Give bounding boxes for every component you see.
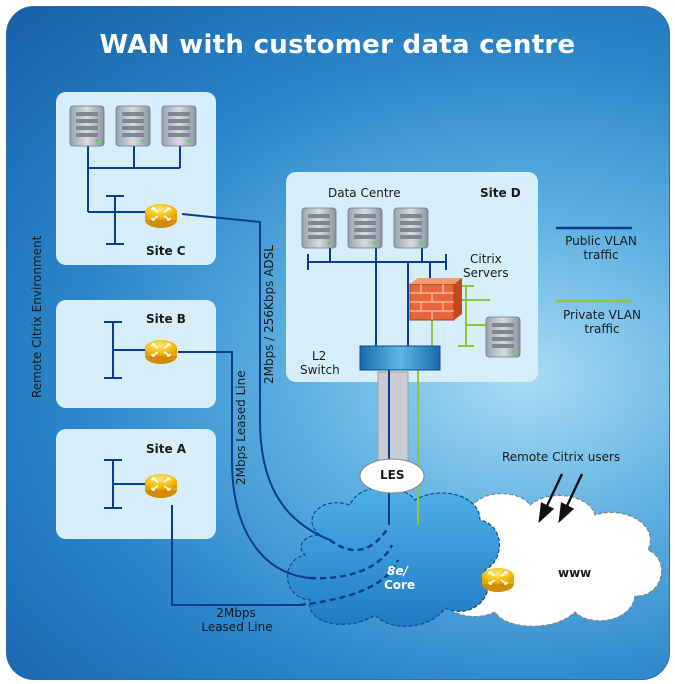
site-c-server-1 <box>69 105 105 147</box>
l2-switch-icon <box>359 345 441 371</box>
site-c-label: Site C <box>146 244 186 258</box>
site-a-link-label-2: Leased Line <box>201 620 273 634</box>
core-cloud <box>287 486 500 627</box>
site-b-label: Site B <box>146 312 186 326</box>
private-vlan-links <box>417 285 490 525</box>
diagram-title: WAN with customer data centre <box>99 30 576 60</box>
citrix-servers-label-2: Servers <box>463 266 509 280</box>
site-b-router-icon <box>144 339 178 365</box>
wan-links-dashed <box>299 527 400 607</box>
site-b-network <box>104 321 150 379</box>
data-centre-server-2 <box>347 207 383 249</box>
firewall-icon <box>409 278 462 321</box>
citrix-servers-label-1: Citrix <box>470 252 502 266</box>
legend-private-label-1: Private VLAN <box>562 308 641 322</box>
les-label: LES <box>380 468 405 482</box>
site-c-network <box>87 145 181 245</box>
core-label-2: Core <box>384 578 416 592</box>
www-label: www <box>558 566 592 580</box>
site-a-router-icon <box>144 473 178 499</box>
site-b-link-label: 2Mbps Leased Line <box>234 370 248 485</box>
site-c-link-label: 2Mbps / 256Kbps ADSL <box>262 245 276 384</box>
les-node <box>359 458 425 494</box>
site-c-server-3 <box>161 105 197 147</box>
site-c-server-2 <box>115 105 151 147</box>
site-d-network <box>307 248 447 525</box>
site-b-panel <box>56 300 216 408</box>
l2-switch-label-1: L2 <box>312 349 327 363</box>
legend-private-label-2: traffic <box>584 322 620 336</box>
site-c-router-icon <box>144 203 178 229</box>
legend-public-label-1: Public VLAN <box>565 234 637 248</box>
site-a-link-label-1: 2Mbps <box>216 606 256 620</box>
site-d-label: Site D <box>480 186 521 200</box>
l2-switch-label-2: Switch <box>300 363 340 377</box>
site-a-label: Site A <box>146 442 187 456</box>
citrix-server <box>485 316 521 358</box>
data-centre-server-1 <box>301 207 337 249</box>
core-label-1: 8e/ <box>387 564 408 578</box>
legend-public-label-2: traffic <box>583 248 619 262</box>
core-router-icon <box>481 567 515 593</box>
remote-users-arrows <box>538 473 584 524</box>
data-centre-server-3 <box>393 207 429 249</box>
remote-env-label: Remote Citrix Environment <box>30 235 44 398</box>
wan-links <box>171 213 331 606</box>
site-a-network <box>104 459 150 509</box>
data-centre-label: Data Centre <box>328 186 401 200</box>
remote-users-label: Remote Citrix users <box>502 450 621 464</box>
